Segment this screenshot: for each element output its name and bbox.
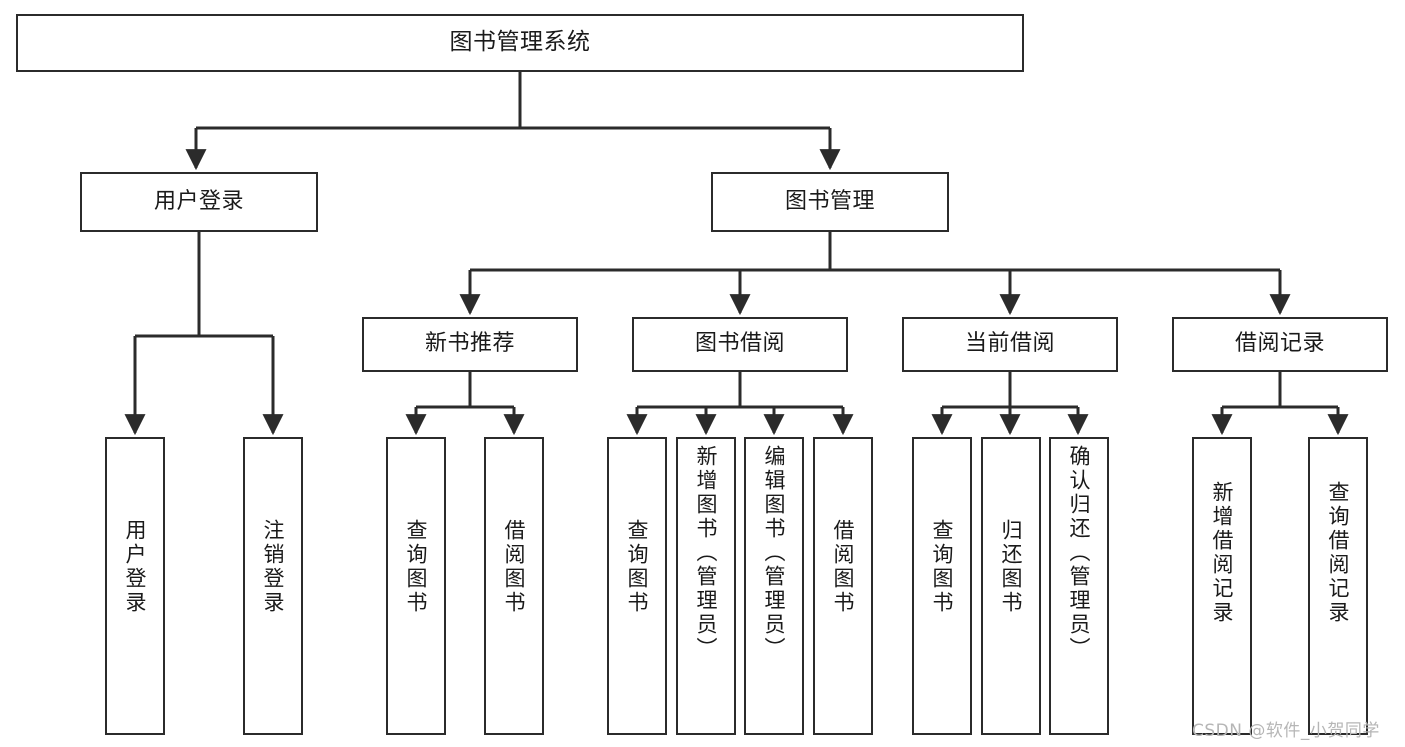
node-user-login[interactable]: 用户登录	[80, 172, 318, 232]
node-label: 确认归还（管理员）	[1067, 445, 1092, 661]
leaf-borrow-book-2[interactable]: 借阅图书	[813, 437, 873, 735]
leaf-borrow-book-1[interactable]: 借阅图书	[484, 437, 544, 735]
node-label: 查询图书	[404, 519, 429, 615]
leaf-query-book-1[interactable]: 查询图书	[386, 437, 446, 735]
leaf-query-borrow-record[interactable]: 查询借阅记录	[1308, 437, 1368, 735]
node-label: 注销登录	[261, 519, 286, 615]
leaf-query-book-3[interactable]: 查询图书	[912, 437, 972, 735]
node-label: 查询图书	[625, 519, 650, 615]
node-label: 归还图书	[999, 519, 1024, 615]
leaf-logout-login[interactable]: 注销登录	[243, 437, 303, 735]
node-label: 新书推荐	[424, 331, 515, 357]
node-label: 用户登录	[123, 519, 148, 615]
csdn-watermark: CSDN @软件_小贺同学	[1192, 721, 1380, 741]
node-root-library-management-system[interactable]: 图书管理系统	[16, 14, 1024, 72]
leaf-edit-book[interactable]: 编辑图书（管理员）	[744, 437, 804, 735]
node-label: 图书借阅	[694, 331, 785, 357]
node-label: 图书管理系统	[449, 29, 591, 56]
node-new-book-recommend[interactable]: 新书推荐	[362, 317, 578, 372]
node-book-borrow[interactable]: 图书借阅	[632, 317, 848, 372]
node-borrow-record[interactable]: 借阅记录	[1172, 317, 1388, 372]
leaf-confirm-return[interactable]: 确认归还（管理员）	[1049, 437, 1109, 735]
leaf-add-borrow-record[interactable]: 新增借阅记录	[1192, 437, 1252, 735]
node-label: 查询图书	[930, 519, 955, 615]
node-label: 用户登录	[153, 188, 244, 214]
node-book-management[interactable]: 图书管理	[711, 172, 949, 232]
leaf-query-book-2[interactable]: 查询图书	[607, 437, 667, 735]
node-label: 编辑图书（管理员）	[762, 445, 787, 661]
node-label: 借阅图书	[502, 519, 527, 615]
node-label: 新增借阅记录	[1210, 481, 1235, 625]
node-current-borrow[interactable]: 当前借阅	[902, 317, 1118, 372]
leaf-add-book[interactable]: 新增图书（管理员）	[676, 437, 736, 735]
node-label: 借阅记录	[1234, 331, 1325, 357]
leaf-return-book[interactable]: 归还图书	[981, 437, 1041, 735]
node-label: 图书管理	[784, 188, 875, 214]
node-label: 新增图书（管理员）	[694, 445, 719, 661]
node-label: 当前借阅	[964, 331, 1055, 357]
node-label: 借阅图书	[831, 519, 856, 615]
node-label: 查询借阅记录	[1326, 481, 1351, 625]
leaf-user-login[interactable]: 用户登录	[105, 437, 165, 735]
